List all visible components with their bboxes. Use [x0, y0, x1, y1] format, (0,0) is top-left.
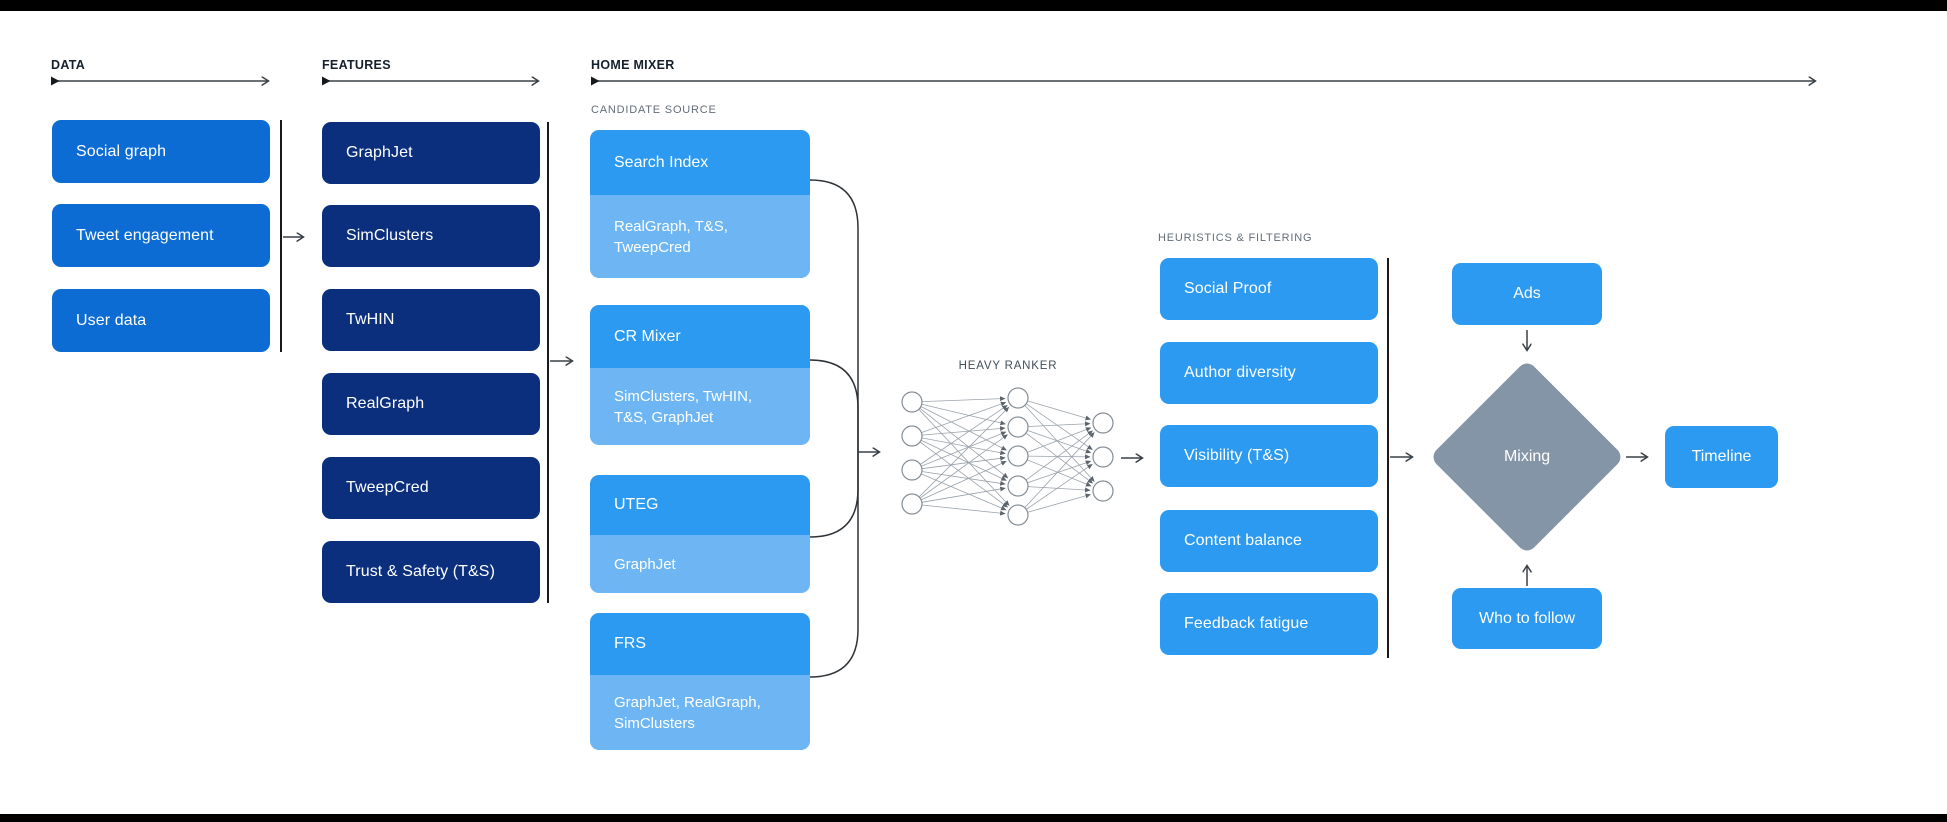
feature-box-trust-safety: Trust & Safety (T&S): [322, 541, 540, 603]
connector-cr-mixer: [809, 359, 859, 452]
connector-search-index: [809, 179, 859, 452]
candidate-box-frs: FRS GraphJet, RealGraph, SimClusters: [590, 613, 810, 750]
connector-frs: [809, 452, 859, 678]
candidate-sources: GraphJet: [590, 535, 810, 593]
candidate-source-label: CANDIDATE SOURCE: [591, 104, 717, 116]
box-label: UTEG: [614, 496, 659, 513]
data-box-social-graph: Social graph: [52, 120, 270, 183]
heavy-ranker-label: HEAVY RANKER: [958, 360, 1058, 372]
box-label: Author diversity: [1184, 364, 1296, 381]
who-to-follow-box: Who to follow: [1452, 588, 1602, 649]
box-label: Search Index: [614, 153, 709, 171]
box-label: Feedback fatigue: [1184, 615, 1309, 632]
box-label: Who to follow: [1478, 609, 1576, 627]
candidate-box-uteg: UTEG GraphJet: [590, 475, 810, 593]
data-section-header: DATA: [51, 58, 86, 72]
candidate-name: CR Mixer: [590, 305, 810, 368]
timeline-box: Timeline: [1665, 426, 1778, 488]
connector-uteg: [809, 452, 859, 538]
candidate-sources: RealGraph, T&S, TweepCred: [590, 195, 810, 278]
ads-box: Ads: [1452, 263, 1602, 325]
box-label: TwHIN: [346, 311, 395, 328]
box-label: FRS: [614, 635, 646, 652]
candidate-merge-connectors: [809, 179, 859, 678]
box-label: User data: [76, 311, 147, 329]
candidate-box-search-index: Search Index RealGraph, T&S, TweepCred: [590, 130, 810, 278]
home-mixer-section-header: HOME MIXER: [591, 58, 675, 72]
feature-box-graphjet: GraphJet: [322, 122, 540, 184]
heuristic-box-feedback-fatigue: Feedback fatigue: [1160, 593, 1378, 655]
features-section-header: FEATURES: [322, 58, 391, 72]
box-label: Timeline: [1691, 448, 1752, 465]
candidate-name: FRS: [590, 613, 810, 675]
mixing-diamond: Mixing: [1429, 359, 1625, 555]
heuristics-filtering-label: HEURISTICS & FILTERING: [1158, 232, 1313, 244]
feature-box-twhin: TwHIN: [322, 289, 540, 351]
top-frame-bar: [0, 0, 1947, 11]
candidate-name: Search Index: [590, 130, 810, 195]
heuristic-box-author-diversity: Author diversity: [1160, 342, 1378, 404]
candidate-sources: GraphJet, RealGraph, SimClusters: [590, 675, 810, 750]
box-label: TweepCred: [346, 479, 429, 496]
box-label: Mixing: [1503, 447, 1551, 465]
bottom-frame-bar: [0, 814, 1947, 822]
heuristic-box-visibility: Visibility (T&S): [1160, 425, 1378, 487]
box-label: Social graph: [76, 142, 167, 160]
box-label: Trust & Safety (T&S): [346, 563, 495, 580]
data-box-user-data: User data: [52, 289, 270, 352]
box-label: CR Mixer: [614, 327, 681, 345]
candidate-name: UTEG: [590, 475, 810, 535]
feature-box-realgraph: RealGraph: [322, 373, 540, 435]
box-label: Ads: [1513, 285, 1541, 302]
heuristic-box-social-proof: Social Proof: [1160, 258, 1378, 320]
heuristic-box-content-balance: Content balance: [1160, 510, 1378, 572]
box-label: Tweet engagement: [76, 226, 214, 244]
box-label: Content balance: [1184, 532, 1303, 549]
box-label: Visibility (T&S): [1184, 447, 1290, 464]
candidate-sources: SimClusters, TwHIN, T&S, GraphJet: [590, 368, 810, 445]
box-label: SimClusters: [346, 227, 434, 244]
box-label: Social Proof: [1184, 280, 1272, 297]
candidate-box-cr-mixer: CR Mixer SimClusters, TwHIN, T&S, GraphJ…: [590, 305, 810, 445]
box-label: RealGraph: [346, 395, 425, 412]
data-box-tweet-engagement: Tweet engagement: [52, 204, 270, 267]
feature-box-tweepcred: TweepCred: [322, 457, 540, 519]
feature-box-simclusters: SimClusters: [322, 205, 540, 267]
box-label: GraphJet: [346, 144, 413, 161]
